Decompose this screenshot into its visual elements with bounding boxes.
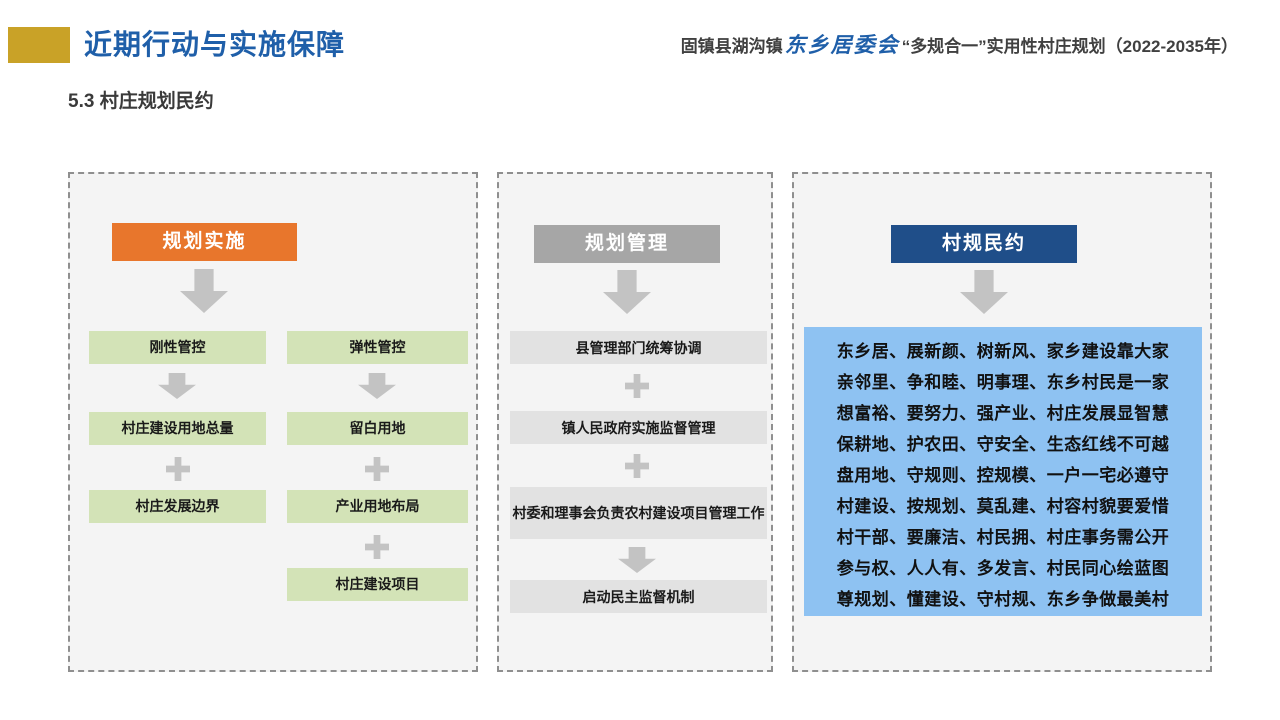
left-col2-item-1: 产业用地布局	[287, 490, 468, 523]
slide-header: 近期行动与实施保障 固镇县湖沟镇东乡居委会“多规合一”实用性村庄规划（2022-…	[0, 0, 1280, 112]
document-title-suffix: “多规合一”实用性村庄规划（2022-2035年）	[901, 37, 1238, 56]
plus-icon	[365, 535, 389, 559]
middle-item-2: 村委和理事会负责农村建设项目管理工作	[510, 487, 767, 539]
middle-item-1: 镇人民政府实施监督管理	[510, 411, 767, 444]
middle-item-0: 县管理部门统筹协调	[510, 331, 767, 364]
down-arrow-icon	[358, 373, 396, 399]
covenant-line: 亲邻里、争和睦、明事理、东乡村民是一家	[836, 373, 1170, 392]
plus-icon	[625, 454, 649, 478]
plus-icon	[166, 457, 190, 481]
covenant-line: 想富裕、要努力、强产业、村庄发展显智慧	[836, 404, 1170, 423]
covenant-text-block: 东乡居、展新颜、树新风、家乡建设靠大家 亲邻里、争和睦、明事理、东乡村民是一家 …	[804, 327, 1202, 616]
down-arrow-icon	[960, 270, 1008, 314]
covenant-line: 东乡居、展新颜、树新风、家乡建设靠大家	[836, 342, 1170, 361]
left-col2-item-0: 留白用地	[287, 412, 468, 445]
left-col1-item-0: 村庄建设用地总量	[89, 412, 266, 445]
down-arrow-icon	[618, 547, 656, 573]
covenant-line: 村干部、要廉洁、村民拥、村庄事务需公开	[836, 528, 1170, 547]
page-title: 近期行动与实施保障	[84, 29, 346, 60]
document-title-emphasis: 东乡居委会	[784, 33, 900, 57]
left-col1-item-1: 村庄发展边界	[89, 490, 266, 523]
covenant-line: 村建设、按规划、莫乱建、村容村貌要爱惜	[836, 497, 1170, 516]
covenant-line: 参与权、人人有、多发言、村民同心绘蓝图	[836, 559, 1170, 578]
section-subtitle: 5.3 村庄规划民约	[68, 91, 214, 112]
heading-village-covenant: 村规民约	[891, 225, 1077, 263]
heading-planning-implementation: 规划实施	[112, 223, 297, 261]
plus-icon	[625, 374, 649, 398]
covenant-line: 保耕地、护农田、守安全、生态红线不可越	[836, 435, 1170, 454]
panel-village-covenant: 村规民约 东乡居、展新颜、树新风、家乡建设靠大家 亲邻里、争和睦、明事理、东乡村…	[792, 172, 1212, 672]
header-accent-bar	[8, 27, 70, 63]
down-arrow-icon	[603, 270, 651, 314]
left-col2-title: 弹性管控	[287, 331, 468, 364]
left-col2-item-2: 村庄建设项目	[287, 568, 468, 601]
covenant-line: 尊规划、懂建设、守村规、东乡争做最美村	[836, 590, 1170, 609]
panel-planning-management: 规划管理 县管理部门统筹协调 镇人民政府实施监督管理 村委和理事会负责农村建设项…	[497, 172, 773, 672]
document-title: 固镇县湖沟镇东乡居委会“多规合一”实用性村庄规划（2022-2035年）	[681, 33, 1238, 59]
middle-item-3: 启动民主监督机制	[510, 580, 767, 613]
heading-planning-management: 规划管理	[534, 225, 720, 263]
down-arrow-icon	[158, 373, 196, 399]
plus-icon	[365, 457, 389, 481]
document-title-prefix: 固镇县湖沟镇	[680, 37, 783, 56]
covenant-line: 盘用地、守规则、控规模、一户一宅必遵守	[836, 466, 1170, 485]
left-col1-title: 刚性管控	[89, 331, 266, 364]
